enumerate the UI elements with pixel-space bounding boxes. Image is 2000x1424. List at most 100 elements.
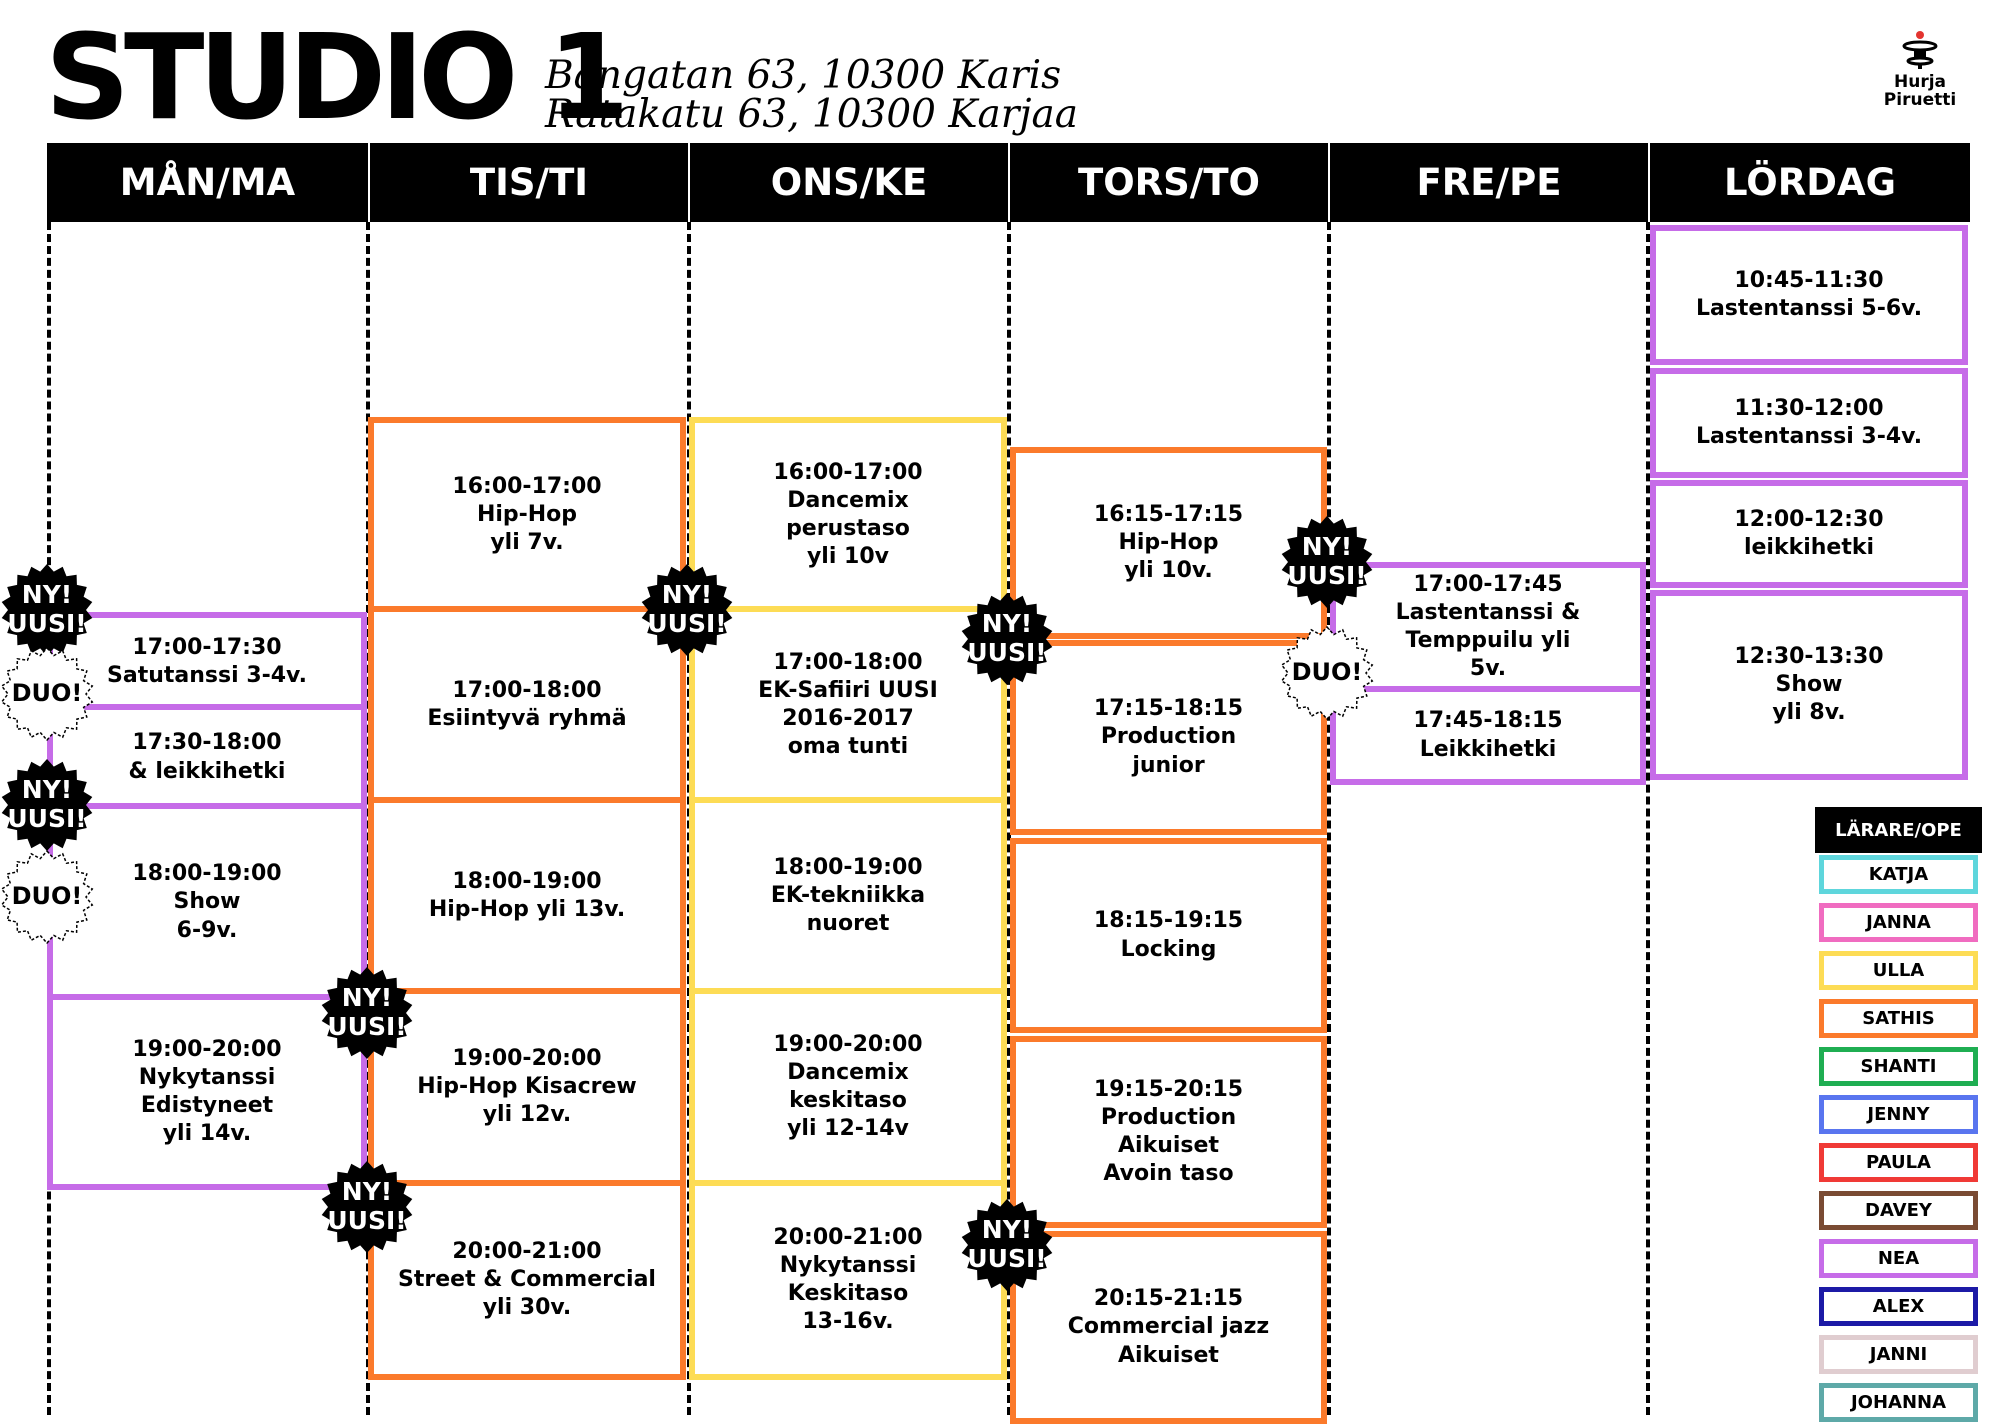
class-block: 17:15-18:15 Production junior	[1010, 640, 1327, 835]
class-block: 12:30-13:30 Show yli 8v.	[1650, 590, 1968, 780]
class-time: 17:00-17:45	[1413, 571, 1563, 597]
teacher-legend-title: LÄRARE/OPE	[1815, 807, 1982, 853]
class-time: 17:45-18:15	[1413, 708, 1563, 734]
class-name: Locking	[1120, 936, 1217, 962]
class-block: 20:00-21:00 Street & Commercial yli 30v.	[368, 1180, 686, 1380]
class-name: Lastentanssi & Temppuilu yli 5v.	[1395, 599, 1581, 682]
dancer-icon	[1902, 31, 1938, 69]
legend-item: JANNI	[1819, 1335, 1978, 1374]
class-time: 19:00-20:00	[773, 1031, 923, 1057]
day-header-friday: FRE/PE	[1330, 143, 1648, 222]
class-name: Hip-Hop Kisacrew yli 12v.	[417, 1073, 637, 1128]
class-name: Show 6-9v.	[173, 889, 241, 943]
class-name: Nykytanssi Edistyneet yli 14v.	[138, 1064, 276, 1147]
class-block: 20:00-21:00 Nykytanssi Keskitaso 13-16v.	[689, 1180, 1007, 1380]
day-header-saturday: LÖRDAG	[1650, 143, 1970, 222]
class-name: Satutanssi 3-4v.	[107, 663, 307, 688]
class-name: Hip-Hop yli 13v.	[428, 897, 626, 922]
class-block: 16:00-17:00 Dancemix perustaso yli 10v	[689, 417, 1007, 613]
legend-item: JENNY	[1819, 1095, 1978, 1134]
class-time: 17:00-18:00	[773, 649, 923, 675]
day-header-wednesday: ONS/KE	[690, 143, 1008, 222]
legend-item: JOHANNA	[1819, 1383, 1978, 1422]
class-time: 17:30-18:00	[132, 730, 282, 756]
class-block: 17:00-18:00 Esiintyvä ryhmä	[368, 606, 686, 804]
duo-badge: DUO!	[0, 647, 94, 741]
class-time: 18:00-19:00	[132, 861, 282, 887]
class-block: 17:00-17:45 Lastentanssi & Temppuilu yli…	[1330, 562, 1646, 692]
studio-title: STUDIO 1	[45, 8, 630, 146]
class-name: Nykytanssi Keskitaso 13-16v.	[779, 1252, 917, 1335]
class-time: 18:15-19:15	[1093, 908, 1244, 934]
class-block: 10:45-11:30 Lastentanssi 5-6v.	[1650, 225, 1968, 365]
hurja-piruetti-logo: Hurja Piruetti	[1880, 30, 1960, 110]
day-header-thursday: TORS/TO	[1010, 143, 1328, 222]
day-header-monday: MÅN/MA	[47, 143, 368, 222]
class-time: 19:15-20:15	[1093, 1076, 1244, 1102]
new-badge: NY! UUSI!	[960, 1198, 1054, 1292]
class-block: 11:30-12:00 Lastentanssi 3-4v.	[1650, 368, 1968, 478]
column-divider	[1646, 222, 1650, 1415]
duo-badge: DUO!	[0, 850, 94, 944]
class-block: 19:00-20:00 Hip-Hop Kisacrew yli 12v.	[368, 988, 686, 1186]
class-name: Leikkihetki	[1419, 736, 1557, 762]
legend-item: KATJA	[1819, 855, 1978, 894]
class-block: 12:00-12:30 leikkihetki	[1650, 480, 1968, 588]
logo-line2: Piruetti	[1883, 89, 1957, 110]
legend-item: SHANTI	[1819, 1047, 1978, 1086]
class-time: 12:00-12:30	[1734, 506, 1884, 532]
class-time: 19:00-20:00	[452, 1045, 602, 1071]
class-block: 16:15-17:15 Hip-Hop yli 10v.	[1010, 447, 1327, 639]
class-time: 17:15-18:15	[1093, 696, 1244, 722]
class-block: 17:30-18:00 & leikkihetki	[47, 704, 367, 811]
duo-badge: DUO!	[1280, 626, 1374, 720]
legend-item: ALEX	[1819, 1287, 1978, 1326]
legend-item: JANNA	[1819, 903, 1978, 942]
legend-item: ULLA	[1819, 951, 1978, 990]
class-time: 12:30-13:30	[1734, 643, 1884, 669]
class-name: Dancemix perustaso yli 10v	[786, 487, 910, 570]
class-block: 18:00-19:00 Show 6-9v.	[47, 803, 367, 1002]
column-divider	[1327, 222, 1331, 1415]
class-time: 20:00-21:00	[773, 1224, 923, 1250]
class-name: Lastentanssi 5-6v.	[1695, 296, 1923, 321]
day-header-tuesday: TIS/TI	[370, 143, 688, 222]
class-block: 17:00-17:30 Satutanssi 3-4v.	[47, 612, 367, 712]
class-time: 20:00-21:00	[452, 1238, 602, 1264]
class-name: Lastentanssi 3-4v.	[1695, 424, 1923, 449]
new-badge: NY! UUSI!	[320, 966, 414, 1060]
class-time: 17:00-17:30	[132, 634, 282, 660]
class-block: 19:00-20:00 Nykytanssi Edistyneet yli 14…	[47, 994, 367, 1190]
legend-item: PAULA	[1819, 1143, 1978, 1182]
class-name: & leikkihetki	[128, 758, 286, 784]
new-badge: NY! UUSI!	[640, 563, 734, 657]
class-name: Show yli 8v.	[1772, 671, 1846, 726]
class-time: 20:15-21:15	[1093, 1286, 1244, 1312]
class-name: Street & Commercial yli 30v.	[398, 1266, 656, 1321]
address-line-finnish: Ratakatu 63, 10300 Karjaa	[545, 92, 1079, 137]
class-name: Hip-Hop yli 10v.	[1118, 529, 1219, 584]
class-name: EK-Safiiri UUSI 2016-2017 oma tunti	[758, 677, 938, 760]
class-name: Production junior	[1100, 724, 1237, 778]
new-badge: NY! UUSI!	[960, 592, 1054, 686]
class-time: 16:00-17:00	[452, 473, 602, 499]
class-name: Esiintyvä ryhmä	[427, 706, 627, 731]
class-block: 16:00-17:00 Hip-Hop yli 7v.	[368, 417, 686, 613]
legend-item: SATHIS	[1819, 999, 1978, 1038]
class-time: 18:00-19:00	[452, 868, 602, 894]
class-name: leikkihetki	[1743, 535, 1875, 560]
address-line-swedish: Bangatan 63, 10300 Karis	[545, 53, 1062, 98]
new-badge: NY! UUSI!	[0, 758, 94, 852]
class-block: 18:00-19:00 Hip-Hop yli 13v.	[368, 797, 686, 995]
class-block: 19:00-20:00 Dancemix keskitaso yli 12-14…	[689, 988, 1007, 1186]
class-time: 18:00-19:00	[773, 854, 923, 880]
class-name: Production Aikuiset Avoin taso	[1100, 1104, 1237, 1187]
new-badge: NY! UUSI!	[320, 1160, 414, 1254]
class-block: 17:00-18:00 EK-Safiiri UUSI 2016-2017 om…	[689, 606, 1007, 804]
class-block: 18:15-19:15 Locking	[1010, 838, 1327, 1033]
class-time: 10:45-11:30	[1734, 267, 1884, 293]
class-name: Hip-Hop yli 7v.	[476, 501, 578, 556]
class-block: 19:15-20:15 Production Aikuiset Avoin ta…	[1010, 1036, 1327, 1228]
class-time: 16:15-17:15	[1093, 501, 1244, 527]
legend-item: NEA	[1819, 1239, 1978, 1278]
